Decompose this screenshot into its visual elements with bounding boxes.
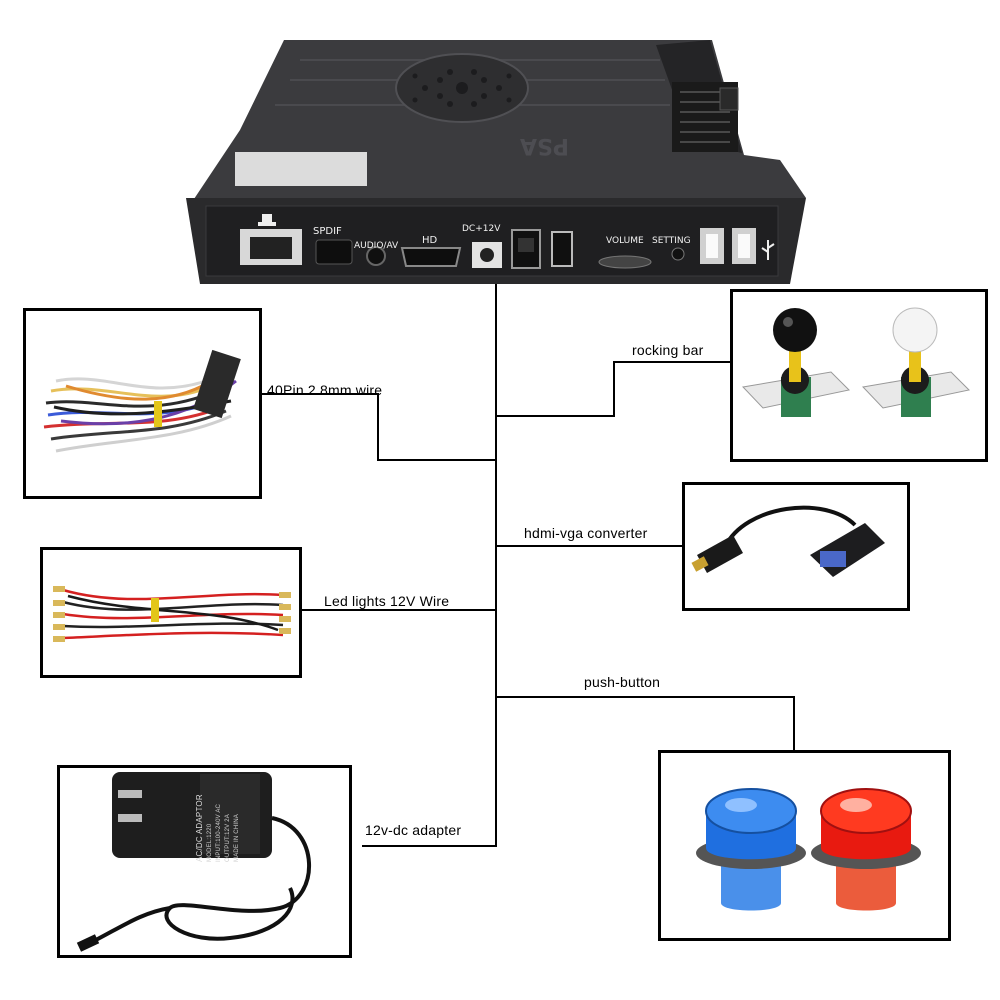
volume-wheel (598, 255, 652, 269)
joystick-shaft-right (909, 344, 921, 382)
dc12v-label: DC+12V (462, 224, 501, 234)
line-rocking-bar (496, 361, 732, 417)
audio-av-label: AUDIO/AV (354, 241, 399, 251)
label-led-wire: Led lights 12V Wire (324, 593, 450, 609)
adapter-print-input: INPUT:100-240V AC (216, 803, 222, 862)
joystick-ball-white (892, 307, 938, 353)
rocking-bar-box (730, 289, 988, 462)
push-button-pair (696, 788, 921, 911)
audio-av-port (366, 246, 386, 266)
adapter-print-output: OUTPUT:12V 2A (225, 814, 231, 862)
dc-adapter-box (57, 765, 352, 958)
led-wire-harness (53, 586, 291, 642)
adapter-print-title: AC/DC ADAPTOR (195, 794, 204, 862)
hdmi-port (400, 247, 462, 267)
hd-label: HD (422, 235, 438, 246)
push-button-box (658, 750, 951, 941)
red-button-cap (820, 788, 912, 834)
led-wire-box (40, 547, 302, 678)
main-trunk-line (362, 284, 497, 847)
label-40pin-wire: 40Pin 2.8mm wire (267, 382, 383, 398)
vga-box (810, 523, 885, 577)
joystick-ball-black (773, 308, 817, 352)
dc-power-adapter (76, 772, 312, 952)
hdmi-vga-adapter (691, 505, 885, 577)
line-push-button (496, 696, 795, 752)
spdif-port (315, 239, 353, 265)
adapter-print-model: MODEL:1220 (207, 823, 213, 862)
setting-label: SETTING (652, 236, 691, 246)
blue-button-cap (705, 788, 797, 834)
setting-button (671, 247, 685, 261)
joystick-shaft-left (789, 344, 801, 382)
volume-label: VOLUME (606, 236, 644, 246)
label-rocking-bar: rocking bar (632, 342, 704, 358)
label-hdmi-vga: hdmi-vga converter (524, 525, 648, 541)
adapter-print-origin: MADE IN CHINA (234, 814, 240, 862)
hdmi-vga-box (682, 482, 910, 611)
joystick-pair (741, 307, 971, 417)
device-logo: PSA (520, 133, 569, 158)
wire-harness-40pin (43, 349, 241, 453)
spdif-label: SPDIF (313, 226, 342, 237)
arcade-main-board-box (186, 40, 806, 284)
label-dc-adapter: 12v-dc adapter (365, 822, 462, 838)
line-40pin (262, 393, 496, 461)
wire-40pin-box (23, 308, 262, 499)
label-push-button: push-button (584, 674, 661, 690)
